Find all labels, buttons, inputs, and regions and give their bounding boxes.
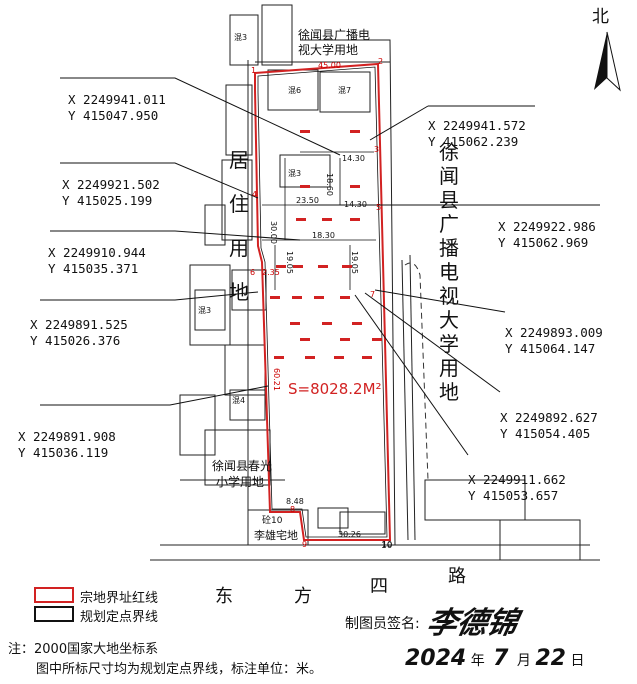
building-label: 混6 (288, 86, 302, 95)
drafter-label: 制图员签名: (345, 616, 420, 632)
road-label-1: 东 (215, 586, 235, 607)
vertex-number: 10 (381, 541, 393, 551)
legend-black-swatch (34, 606, 74, 622)
road-edge-dashed (404, 262, 429, 481)
vertex-number: 2 (378, 57, 384, 66)
date-day: 22 (535, 646, 566, 671)
broadcast-top-label: 徐闻县广播电 视大学用地 (298, 28, 371, 57)
site-area-label: S=8028.2M² (288, 380, 382, 398)
dim-label: 19.05 (349, 251, 359, 274)
school-label: 徐闻县春光 小学用地 (212, 459, 273, 489)
li-house-label: 李雄宅地 (254, 529, 298, 542)
dim-top: 45.00 (318, 61, 341, 70)
dim-label: 19.05 (284, 251, 294, 274)
dim-label: 14.30 (342, 154, 365, 163)
planning-boundary-black (257, 66, 388, 538)
north-label: 北 (592, 7, 609, 27)
dim-label: 30.26 (338, 530, 361, 539)
dim-label: 2.35 (262, 268, 280, 277)
vertex-number: 6 (250, 268, 256, 277)
residential-label: 居 住 用 地 (229, 148, 249, 304)
dim-label: 18.60 (324, 173, 334, 196)
vertex-number: 3 (374, 145, 380, 154)
dim-label: 60.21 (271, 368, 281, 391)
date-year: 2024 (405, 646, 467, 671)
note-line-2: 图中所标尺寸均为规划定点界线，标注单位：米。 (36, 662, 323, 677)
broadcast-right-label: 徐 闻 县 广 播 电 视 大 学 用 地 (439, 140, 459, 404)
vertex-number: 4 (252, 190, 258, 199)
vertex-number: 1 (251, 66, 257, 75)
road-label-4: 路 (448, 566, 468, 587)
note-line-1: 注：2000国家大地坐标系 (8, 642, 159, 657)
building-label: 混4 (232, 396, 246, 405)
dim-label: 14.30 (344, 200, 367, 209)
vertex-number: 8 (290, 505, 296, 514)
site-boundary-red (254, 62, 392, 541)
building-label: 混3 (234, 33, 248, 42)
legend-black-label: 规划定点界线 (80, 610, 159, 625)
building-label: 混7 (338, 86, 352, 95)
legend-red-label: 宗地界址红线 (80, 591, 159, 606)
building-label: 混3 (198, 306, 212, 315)
dim-label: 30.00 (268, 221, 278, 244)
date-month: 7 (493, 646, 509, 671)
vertex-number: 5 (376, 203, 382, 212)
north-arrow-icon (594, 31, 621, 92)
brick10-label: 砼10 (262, 516, 283, 526)
building-label: 混3 (288, 169, 302, 178)
date-line: 2024 年 7 月 22 日 (405, 646, 585, 671)
road-label-3: 四 (370, 576, 390, 597)
road-label-2: 方 (294, 586, 314, 607)
dim-label: 10 (382, 540, 393, 549)
legend-red-swatch (34, 587, 74, 603)
coordinate-leaders (40, 77, 600, 456)
dim-label: 8.48 (286, 497, 304, 506)
elevation-marks (270, 130, 382, 359)
dim-label: 18.30 (312, 231, 335, 240)
vertex-number: 9 (302, 540, 308, 549)
drafter-signature: 李德锦 (423, 606, 521, 641)
vertex-number: 7 (370, 290, 376, 299)
dim-label: 23.50 (296, 196, 319, 205)
